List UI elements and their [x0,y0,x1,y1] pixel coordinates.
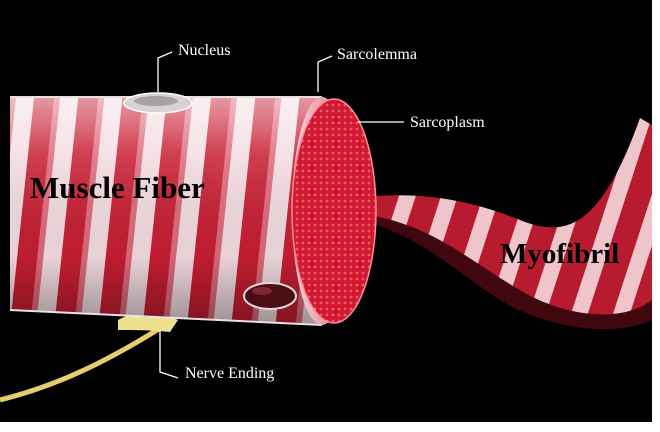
myofibril-label: Myofibril [500,238,619,271]
nucleus-label: Nucleus [178,42,230,60]
sarcolemma-label: Sarcolemma [337,46,417,64]
sarcoplasm-label: Sarcoplasm [410,114,485,132]
border-right [652,0,660,432]
border-bottom [0,422,660,432]
muscle-fiber-label: Muscle Fiber [30,170,205,206]
nucleus-lower [244,283,296,309]
sarcoplasm-disc [292,99,376,323]
nerve-ending-label: Nerve Ending [185,365,274,383]
